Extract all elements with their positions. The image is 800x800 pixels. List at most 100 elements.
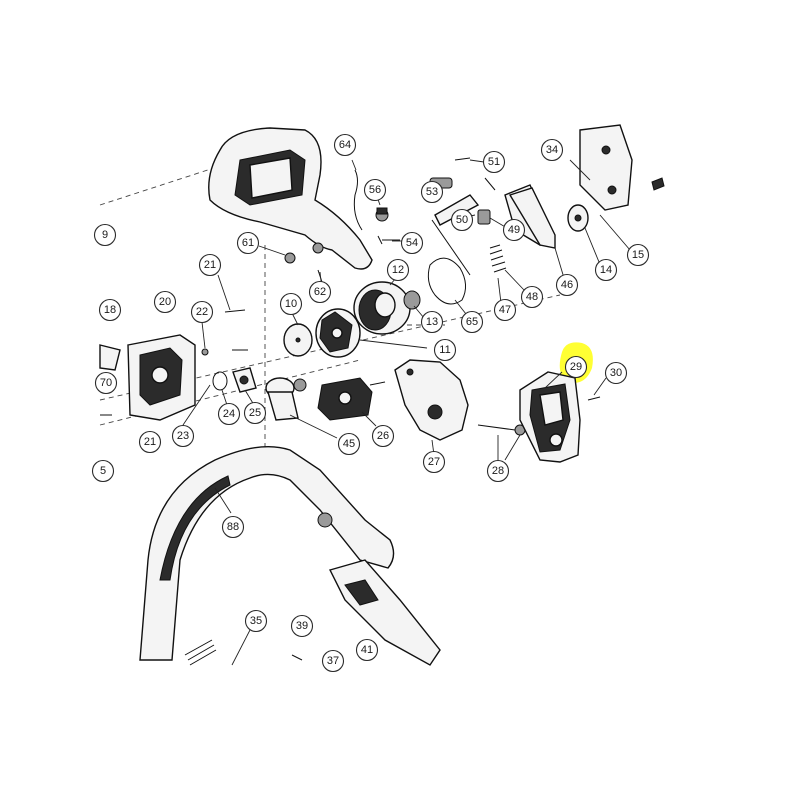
- part-bearing-13: [403, 290, 421, 310]
- callout-ring: [198, 253, 222, 277]
- callout-number: 13: [426, 316, 438, 328]
- part-intake-45: [265, 377, 307, 421]
- callout-ring: [98, 298, 122, 322]
- callout-ring: [420, 310, 444, 334]
- callout-number: 64: [339, 139, 351, 151]
- part-cover-27: [394, 359, 469, 441]
- callout-number: 23: [177, 430, 189, 442]
- part-carburetor-26: [317, 377, 386, 421]
- callout-27: 27: [422, 450, 446, 474]
- callout-number: 5: [100, 465, 106, 477]
- callout-number: 70: [100, 377, 112, 389]
- callout-number: 20: [159, 296, 171, 308]
- callout-ring: [93, 223, 117, 247]
- callout-47: 47: [493, 298, 517, 322]
- callout-ring: [333, 133, 357, 157]
- part-link-arm: [431, 219, 471, 276]
- callout-number: 15: [632, 249, 644, 261]
- part-brake-band-65: [427, 257, 466, 305]
- callout-ring: [308, 280, 332, 304]
- callout-ring: [363, 178, 387, 202]
- callout-29: 29: [564, 355, 588, 379]
- callout-ring: [386, 258, 410, 282]
- callout-54: 54: [400, 231, 424, 255]
- callout-ring: [337, 432, 361, 456]
- callout-ring: [482, 150, 506, 174]
- callout-number: 45: [343, 438, 355, 450]
- callout-ring: [604, 361, 628, 385]
- callout-ring: [290, 614, 314, 638]
- callout-number: 35: [250, 615, 262, 627]
- callout-number: 9: [102, 229, 108, 241]
- callout-number: 12: [392, 264, 404, 276]
- callout-ring: [221, 515, 245, 539]
- callout-61: 61: [236, 231, 260, 255]
- part-screw-61: [284, 252, 323, 283]
- callout-51: 51: [482, 150, 506, 174]
- callout-number: 27: [428, 456, 440, 468]
- callout-ring: [486, 459, 510, 483]
- callout-number: 51: [488, 156, 500, 168]
- callout-number: 46: [561, 279, 573, 291]
- callout-12: 12: [386, 258, 410, 282]
- callout-number: 88: [227, 521, 239, 533]
- callout-number: 48: [526, 291, 538, 303]
- callout-number: 47: [499, 304, 511, 316]
- part-front-handle-88: [139, 445, 395, 661]
- callout-ring: [433, 338, 457, 362]
- part-clutch-drum-12: [353, 281, 411, 335]
- callout-ring: [190, 300, 214, 324]
- callout-number: 24: [223, 408, 235, 420]
- callout-number: 25: [249, 407, 261, 419]
- callout-number: 18: [104, 304, 116, 316]
- callout-number: 34: [546, 144, 558, 156]
- callout-ring: [626, 243, 650, 267]
- callout-ring: [171, 424, 195, 448]
- callout-ring: [520, 285, 544, 309]
- callout-number: 56: [369, 184, 381, 196]
- callout-ring: [355, 638, 379, 662]
- part-rear-handle: [208, 127, 373, 270]
- callout-number: 65: [466, 316, 478, 328]
- callout-number: 28: [492, 465, 504, 477]
- callout-number: 29: [570, 361, 582, 373]
- callout-48: 48: [520, 285, 544, 309]
- callout-ring: [243, 401, 267, 425]
- callout-45: 45: [337, 432, 361, 456]
- callout-22: 22: [190, 300, 214, 324]
- callout-20: 20: [153, 290, 177, 314]
- callout-number: 21: [204, 259, 216, 271]
- callout-5: 5: [91, 459, 115, 483]
- callout-65: 65: [460, 310, 484, 334]
- part-side-cover-41: [328, 559, 441, 666]
- callout-25: 25: [243, 401, 267, 425]
- callout-number: 22: [196, 306, 208, 318]
- callout-21-lower: 21: [138, 430, 162, 454]
- callout-ring: [91, 459, 115, 483]
- callout-ring: [321, 649, 345, 673]
- callout-70: 70: [94, 371, 118, 395]
- callout-number: 49: [508, 224, 520, 236]
- callout-34: 34: [540, 138, 564, 162]
- part-screw-30: [587, 396, 601, 401]
- callout-ring: [138, 430, 162, 454]
- part-spring-wire: [353, 169, 363, 231]
- callout-ring: [244, 609, 268, 633]
- callout-23: 23: [171, 424, 195, 448]
- callout-ring: [502, 218, 526, 242]
- callout-24: 24: [217, 402, 241, 426]
- callout-50: 50: [450, 208, 474, 232]
- part-spring-35: [184, 639, 217, 666]
- part-bolts-28: [477, 424, 526, 436]
- callout-number: 54: [406, 237, 418, 249]
- callout-18: 18: [98, 298, 122, 322]
- part-70: [99, 344, 121, 371]
- callout-37: 37: [321, 649, 345, 673]
- callout-15: 15: [626, 243, 650, 267]
- part-screws-21: [100, 309, 248, 416]
- callout-number: 61: [242, 237, 254, 249]
- part-clutch-11: [315, 308, 361, 358]
- callout-53: 53: [420, 180, 444, 204]
- callout-56: 56: [363, 178, 387, 202]
